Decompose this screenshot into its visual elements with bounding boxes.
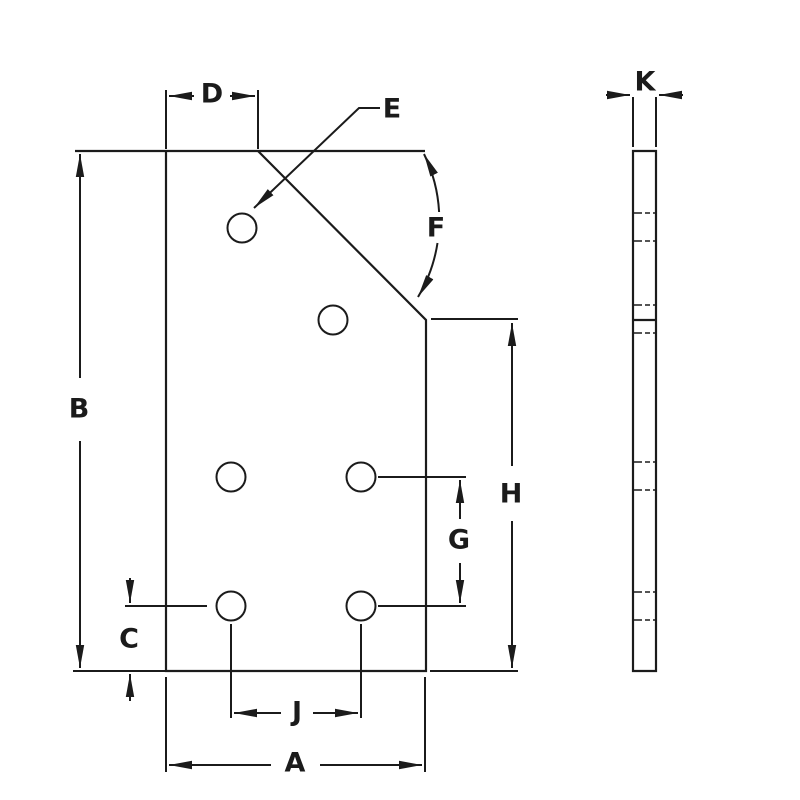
dim-K [606, 90, 683, 147]
dim-label-C: C [119, 624, 139, 655]
dim-label-D: D [201, 79, 223, 110]
hole-middle-right [345, 461, 377, 493]
dim-label-E: E [383, 94, 401, 125]
side-profile-view [631, 149, 658, 673]
dim-label-G: G [448, 525, 470, 556]
dim-label-B: B [69, 394, 90, 425]
dim-A [165, 677, 426, 772]
dim-C [125, 578, 207, 701]
hole-top-left [226, 212, 258, 244]
side-view-outline [631, 149, 658, 673]
dimension-lines [73, 90, 683, 772]
dim-label-A: A [285, 748, 306, 779]
dim-E [253, 107, 380, 209]
dim-B [73, 154, 166, 672]
dim-F [417, 153, 441, 298]
hole-middle-left [215, 461, 247, 493]
hole-bottom-right [345, 590, 377, 622]
dim-E-leader-line [253, 107, 380, 209]
dim-H [430, 318, 518, 672]
dim-D [165, 90, 259, 149]
front-view [75, 149, 428, 673]
front-view-outline [164, 150, 428, 673]
dim-F-arc-lower [417, 242, 439, 298]
dim-label-K: K [635, 67, 657, 98]
dim-label-F: F [427, 213, 445, 244]
hole-upper-middle [317, 304, 349, 336]
dim-F-arc-upper [423, 153, 441, 213]
dimension-labels: D E F K B H G C J A [69, 67, 657, 779]
side-view-hole-edge-marks [633, 212, 656, 621]
dim-J [230, 624, 362, 718]
dim-label-J: J [290, 697, 302, 728]
hole-bottom-left [215, 590, 247, 622]
dim-G [378, 476, 466, 607]
dim-label-H: H [500, 479, 523, 510]
